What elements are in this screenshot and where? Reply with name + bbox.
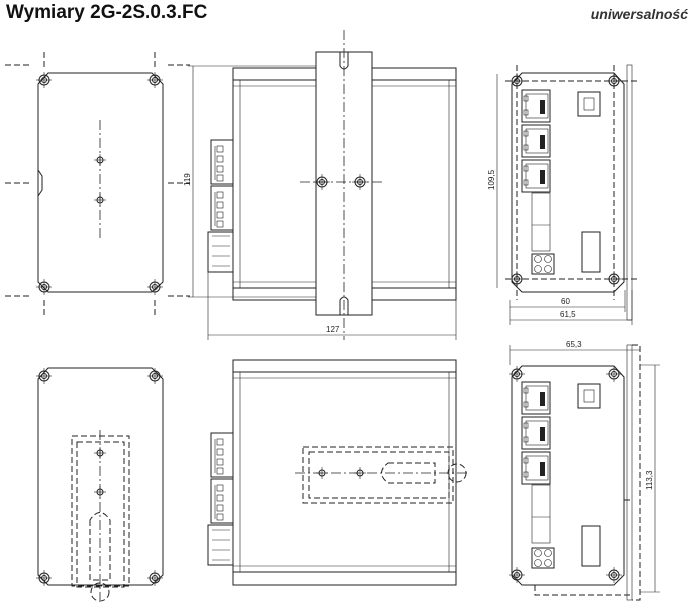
page-title: Wymiary 2G-2S.0.3.FC <box>6 2 208 23</box>
brand-logo-text: uniwersalność <box>590 6 688 22</box>
dim-side-height: 109,5 <box>487 169 496 190</box>
dim-side-height-mounted: 113,3 <box>645 470 654 490</box>
dim-front-height: 119 <box>183 173 192 186</box>
front-view-bottom <box>207 359 470 586</box>
dim-side-width-outer: 61,5 <box>560 310 576 319</box>
back-view-bottom <box>35 367 164 602</box>
dim-front-width: 127 <box>326 325 340 334</box>
dim-side-depth-mounted: 65,3 <box>566 340 582 349</box>
dim-side-width-inner: 60 <box>561 297 570 306</box>
side-view-bottom: 65,3 113,3 <box>508 340 660 601</box>
back-view-top <box>5 52 190 318</box>
front-view-top: 119 127 <box>183 30 457 340</box>
side-view-top: 109,5 60 61,5 <box>487 64 640 325</box>
